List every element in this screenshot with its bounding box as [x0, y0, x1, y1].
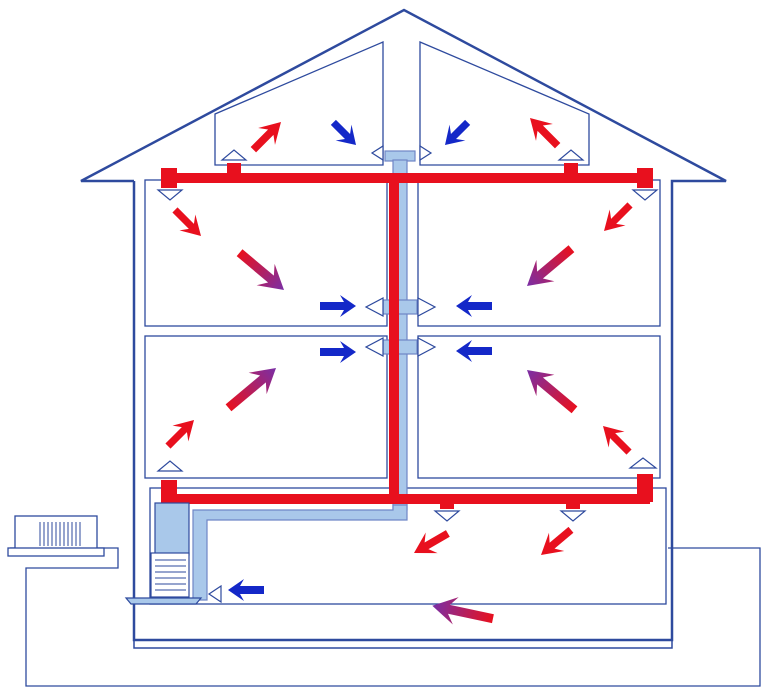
diffuser-upper-right	[631, 189, 659, 201]
diffuser-attic-left	[220, 149, 248, 161]
blue-arrow-basement	[228, 579, 264, 601]
mixed-arrow-middle-left	[225, 368, 276, 412]
return-grilles	[207, 144, 437, 604]
return-airflow-arrows	[228, 119, 492, 601]
room-middle-left	[144, 335, 388, 479]
red-arrow-attic-left	[244, 113, 290, 159]
diffuser-upper-left	[156, 189, 184, 201]
diffuser-middle-left	[156, 460, 184, 472]
air-handling-unit	[124, 502, 203, 605]
red-arrow-middle-left	[160, 412, 202, 454]
return-duct	[192, 150, 418, 601]
blue-arrow-middle-left	[320, 341, 356, 363]
blue-arrow-upper-left	[320, 295, 356, 317]
blue-arrow-attic-left	[330, 119, 356, 145]
blue-arrow-middle-right	[456, 340, 492, 362]
mixing-airflow-arrows	[225, 245, 578, 625]
diffuser-basement-right	[559, 510, 587, 522]
mixed-arrow-middle-right	[527, 370, 578, 414]
basement-room	[149, 487, 667, 605]
diffuser-middle-right	[628, 457, 658, 469]
diffuser-attic-right	[557, 149, 585, 161]
mixed-arrow-upper-left	[236, 249, 284, 290]
mixed-arrow-upper-right	[527, 245, 575, 286]
blue-arrow-upper-right	[456, 295, 492, 317]
ground-outline	[10, 547, 761, 687]
diffuser-basement-left	[433, 510, 461, 522]
room-middle-right	[417, 335, 661, 479]
red-arrow-attic-right	[521, 109, 567, 155]
attic-rooms	[214, 41, 590, 166]
red-arrow-basement-left	[408, 523, 454, 564]
outdoor-unit	[7, 515, 105, 557]
foundation	[133, 640, 673, 649]
house-shell	[80, 8, 727, 642]
supply-duct	[161, 163, 653, 509]
red-arrow-middle-right	[595, 418, 637, 460]
red-arrow-upper-left	[167, 202, 209, 244]
room-upper-right	[417, 179, 661, 327]
red-arrow-upper-right	[596, 197, 638, 239]
mixed-arrow-basement	[432, 597, 494, 625]
supply-diffusers	[156, 149, 659, 522]
red-arrow-basement-right	[533, 520, 579, 565]
blue-arrow-attic-right	[445, 119, 471, 145]
